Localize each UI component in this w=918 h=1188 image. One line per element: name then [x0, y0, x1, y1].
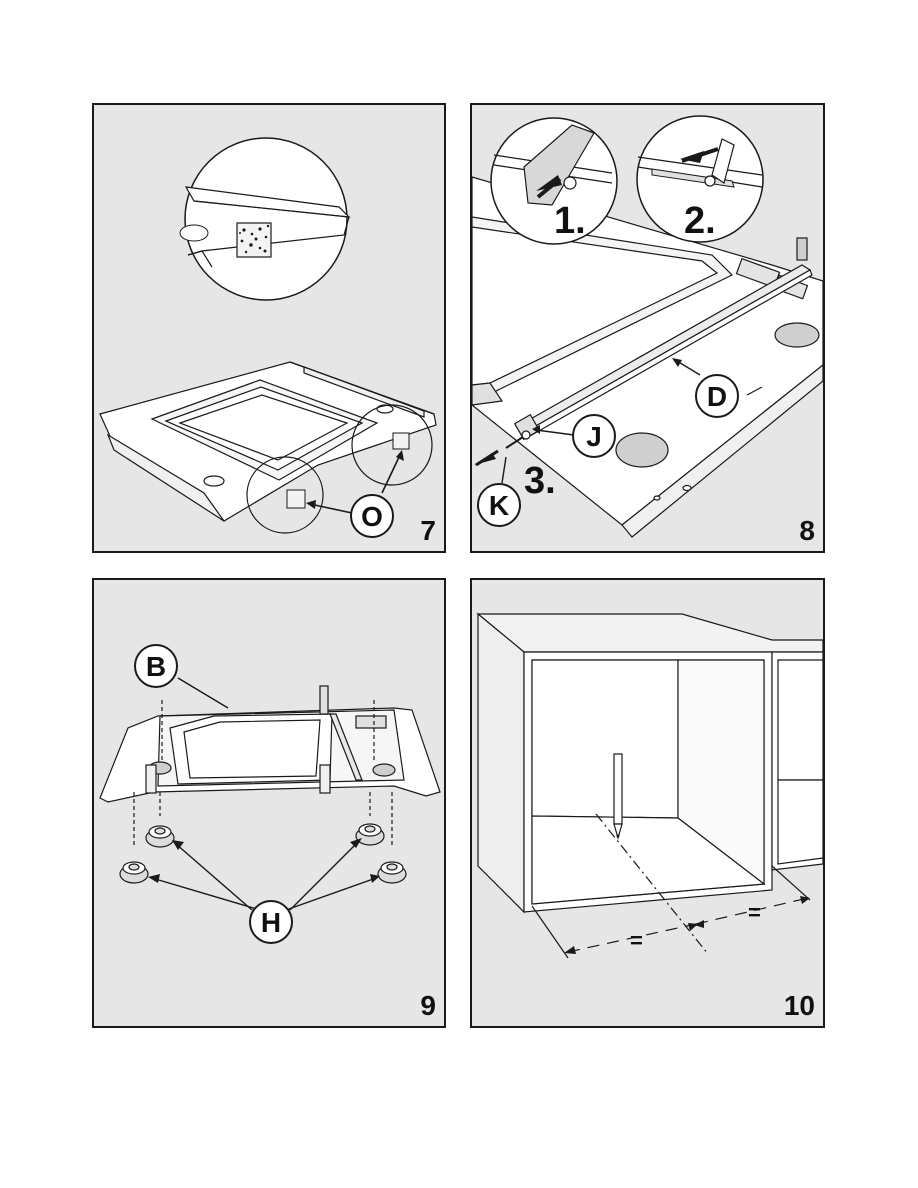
step-2-label: 2.	[684, 200, 716, 242]
figure-8-panel: 1. 2. 3. D J K 8	[470, 103, 825, 553]
callout-b-label: B	[146, 651, 166, 682]
detail-zoom-circle	[180, 138, 349, 300]
foot-back-left	[146, 826, 174, 847]
callout-b: B	[135, 645, 177, 687]
figure-number: 10	[784, 992, 815, 1020]
figure-number: 7	[420, 517, 436, 545]
pencil-icon	[614, 754, 622, 838]
figure-number: 8	[799, 517, 815, 545]
callout-h-label: H	[261, 907, 281, 938]
callout-o-label: O	[361, 501, 383, 532]
foam-pad-left	[287, 490, 305, 508]
figure-10-panel: = = 10	[470, 578, 825, 1028]
figure-9-panel: B H 9	[92, 578, 446, 1028]
callout-h: H	[250, 901, 292, 943]
foot-front-left	[120, 862, 148, 883]
figure-7-panel: O 7	[92, 103, 446, 553]
callout-d-label: D	[707, 381, 727, 412]
callout-j: J	[573, 415, 615, 457]
adjustable-feet	[120, 824, 406, 883]
callout-o: O	[351, 495, 393, 537]
callout-d: D	[696, 375, 738, 417]
screw-k	[474, 431, 530, 465]
cabinet	[478, 614, 823, 912]
foam-pad-right	[393, 433, 409, 449]
equal-sign-right: =	[748, 900, 761, 925]
equal-sign-left: =	[630, 928, 643, 953]
arrowheads	[148, 838, 380, 883]
figure-8-illustration: 1. 2. 3. D J K	[472, 105, 823, 551]
callout-k-label: K	[489, 490, 509, 521]
figure-number: 9	[420, 992, 436, 1020]
figure-9-illustration: B H	[94, 580, 444, 1026]
foot-back-right	[356, 824, 384, 845]
oven-frame	[100, 362, 436, 521]
foot-front-right	[378, 862, 406, 883]
step-3-label: 3.	[524, 460, 556, 502]
callout-k: K	[478, 457, 520, 526]
figure-10-illustration: = =	[472, 580, 823, 1026]
step-1-label: 1.	[554, 200, 586, 242]
figure-7-illustration: O	[94, 105, 444, 551]
callout-j-label: J	[586, 421, 602, 452]
oven-frame-bottom	[100, 686, 440, 802]
